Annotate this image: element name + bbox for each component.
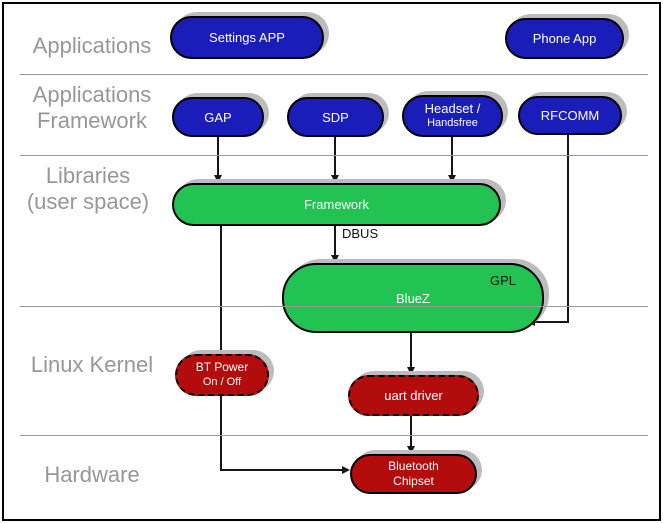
dbus-edge-label: DBUS	[342, 226, 379, 241]
arrow-rfcomm-to-bluez-hline	[535, 321, 569, 323]
arrow-uart-to-chipset-head	[407, 446, 415, 454]
node-settings-app-label: Settings APP	[209, 30, 285, 45]
node-settings-app: Settings APP	[170, 16, 324, 59]
node-rfcomm: RFCOMM	[518, 96, 622, 135]
layer-label-line: Libraries	[45, 163, 131, 189]
arrow-bluez-to-uart-head	[407, 367, 415, 375]
arrow-sdp-to-framework-line	[334, 133, 336, 175]
layer-label-line: Linux Kernel	[30, 352, 154, 378]
node-bt-power: BT Power On / Off	[175, 354, 269, 396]
arrow-rfcomm-to-bluez-vline	[567, 131, 569, 323]
layer-label-line: (user space)	[26, 189, 150, 214]
node-bluetooth-chipset-label-line1: Bluetooth	[388, 459, 439, 473]
node-headset-label-line2: Handsfree	[427, 117, 478, 130]
layer-label-line: Applications	[32, 82, 152, 108]
node-gap: GAP	[172, 97, 264, 137]
divider-linux-kernel	[20, 435, 648, 436]
node-framework: Framework	[172, 183, 501, 226]
node-uart-driver: uart driver	[348, 375, 479, 416]
node-gap-label: GAP	[204, 109, 232, 125]
arrow-uart-to-chipset-line	[410, 412, 412, 446]
node-uart-driver-label: uart driver	[384, 388, 443, 403]
arrow-headset-to-framework-head	[448, 175, 456, 183]
arrow-framework-to-bluez-head	[331, 255, 339, 263]
divider-libraries	[20, 306, 648, 307]
layer-label-hardware: Hardware	[18, 460, 166, 490]
node-bt-power-label-line1: BT Power	[195, 360, 249, 375]
node-rfcomm-label: RFCOMM	[540, 108, 600, 123]
node-phone-app: Phone App	[505, 18, 624, 59]
arrow-framework-to-bluez-line	[334, 222, 336, 255]
arrow-bluez-to-uart-line	[410, 329, 412, 367]
node-sdp: SDP	[287, 97, 384, 137]
node-framework-label: Framework	[303, 197, 369, 212]
layer-label-linux-kernel: Linux Kernel	[18, 350, 166, 380]
arrow-sdp-to-framework-head	[331, 175, 339, 183]
node-headset-handsfree: Headset / Handsfree	[402, 95, 503, 137]
arrow-framework-to-chipset-vline	[220, 222, 222, 471]
layer-label-line: Applications	[32, 33, 152, 59]
arrow-framework-to-chipset-hline	[220, 469, 342, 471]
arrow-headset-to-framework-line	[451, 133, 453, 175]
layer-label-applications-framework: Applications Framework	[18, 82, 166, 134]
gpl-badge: GPL	[489, 273, 516, 288]
node-bluetooth-chipset-label-line2: Chipset	[393, 474, 434, 488]
divider-applications	[20, 74, 648, 75]
node-phone-app-label: Phone App	[532, 31, 597, 46]
node-bluez: BlueZ GPL	[282, 263, 544, 333]
divider-applications-framework	[20, 155, 648, 156]
layer-label-libraries: Libraries (user space)	[8, 163, 168, 215]
node-headset-label-line1: Headset /	[424, 101, 481, 117]
arrow-gap-to-framework-head	[214, 175, 222, 183]
node-sdp-label: SDP	[322, 109, 349, 125]
node-bluez-label: BlueZ	[396, 290, 430, 306]
layer-label-applications: Applications	[18, 26, 166, 66]
arrow-gap-to-framework-line	[217, 133, 219, 175]
layer-label-line: Framework	[36, 108, 147, 133]
node-bluetooth-chipset: Bluetooth Chipset	[350, 454, 477, 494]
layer-label-line: Hardware	[44, 462, 140, 488]
node-bt-power-label-line2: On / Off	[202, 376, 242, 389]
arrow-framework-to-chipset-head	[342, 466, 350, 474]
